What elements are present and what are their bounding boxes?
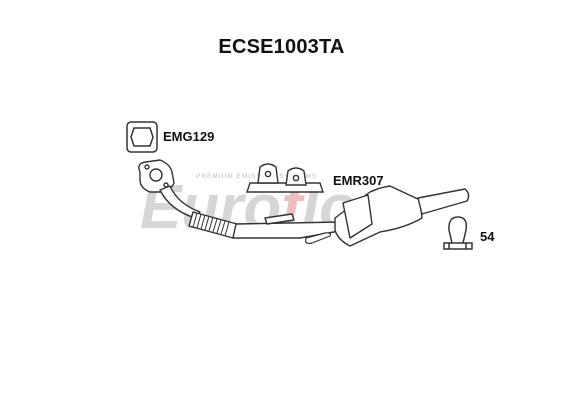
gasket-icon (126, 121, 158, 153)
u-clamp-icon (443, 216, 473, 250)
exhaust-assembly (138, 159, 470, 247)
flex-ribs (192, 212, 230, 237)
catalyst-inlet-cone (342, 194, 373, 239)
outlet-pipe (417, 188, 470, 215)
rubber-mount-label: EMR307 (333, 173, 384, 188)
pipe-bracket (264, 213, 295, 225)
flange-port (149, 168, 163, 182)
clamp-label: 54 (480, 229, 495, 244)
watermark-tagline: PREMIUM EMISSION SYSTEMS (196, 173, 317, 180)
sensor-clip (305, 232, 332, 245)
gasket-label: EMG129 (163, 129, 215, 144)
flange-bolt-hole (144, 164, 150, 170)
page-title: ECSE1003TA (218, 36, 345, 58)
down-pipe (159, 185, 201, 219)
rubber-mount-icon (246, 163, 324, 193)
